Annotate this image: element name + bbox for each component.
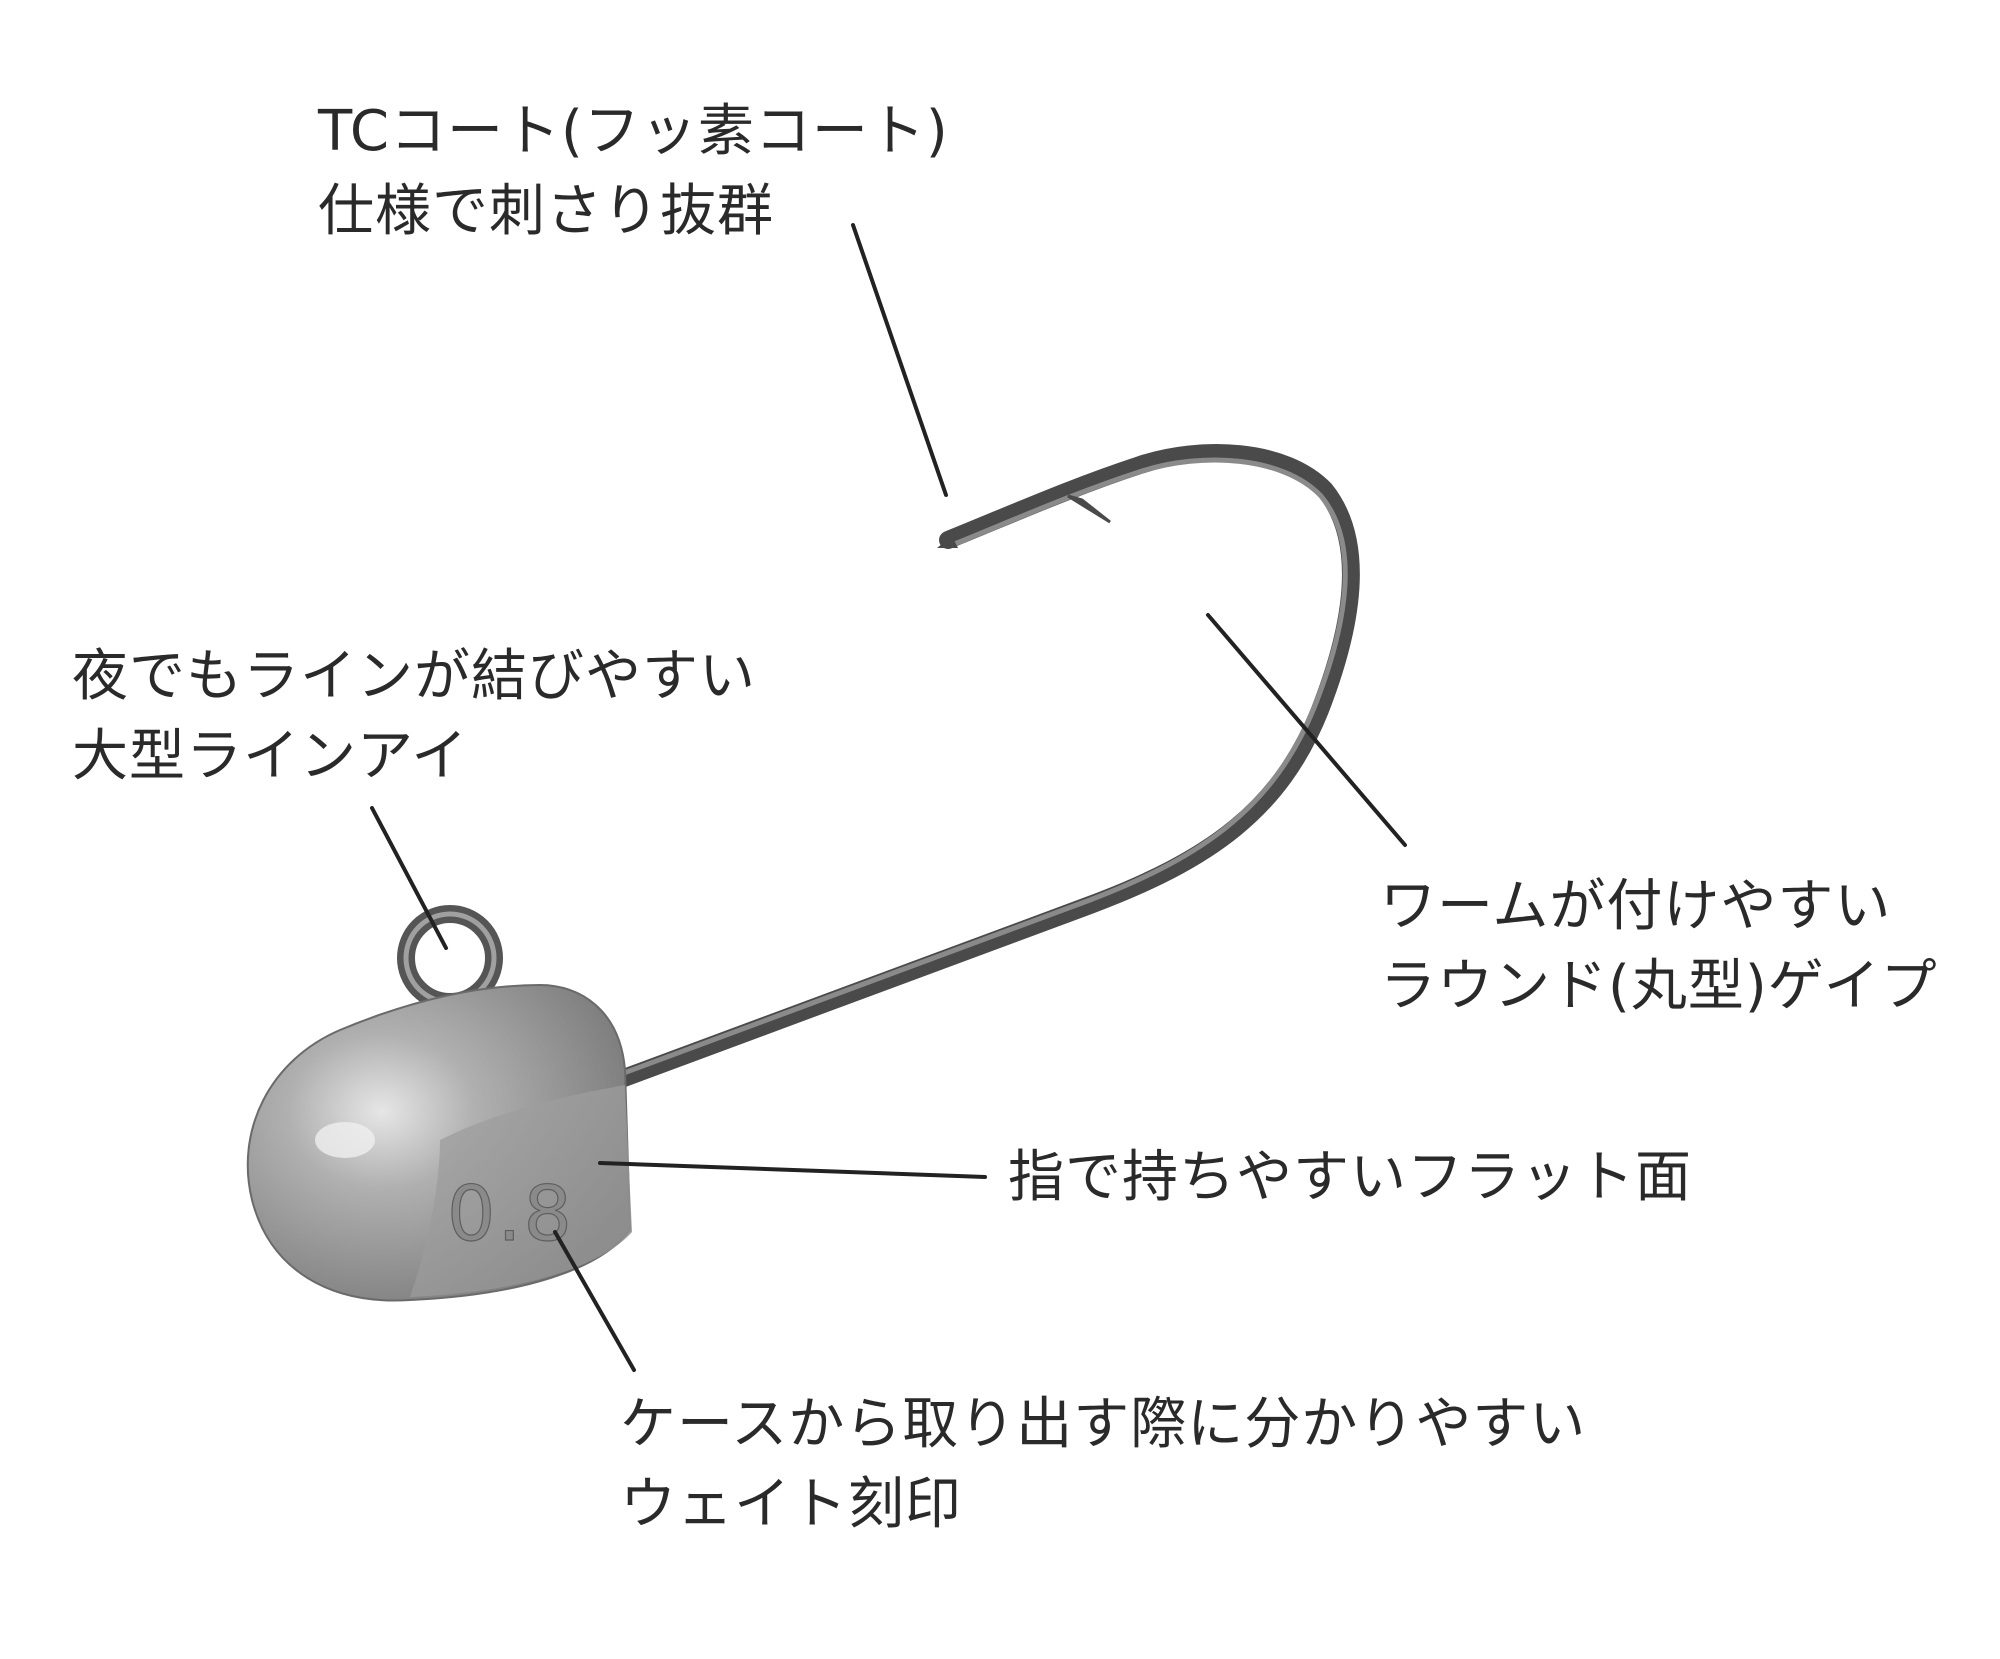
- callout-weight-line1: ケースから取り出す際に分かりやすい: [620, 1392, 1587, 1457]
- callout-flat: 指で持ちやすいフラット面: [1008, 1138, 1692, 1218]
- callout-coating-line2: 仕様で刺さり抜群: [318, 179, 774, 244]
- callout-line-eye: 夜でもラインが結びやすい 大型ラインアイ: [72, 637, 756, 797]
- hook-barb: [1067, 494, 1111, 524]
- callout-weight: ケースから取り出す際に分かりやすい ウェイト刻印: [620, 1385, 1586, 1545]
- jig-head: 0.8: [246, 983, 632, 1302]
- hook-wire-highlight: [602, 457, 1348, 1083]
- leader-line-eye: [370, 806, 448, 950]
- leader-weight: [553, 1230, 636, 1372]
- callout-line-eye-line2: 大型ラインアイ: [72, 724, 469, 789]
- leader-flat: [598, 1161, 987, 1179]
- jig-head-flat-face: [410, 1085, 632, 1297]
- callout-coating-line1: TCコート(フッ素コート): [318, 99, 949, 164]
- callout-line-eye-line1: 夜でもラインが結びやすい: [72, 644, 756, 709]
- callout-gap-line1: ワームが付けやすい: [1380, 874, 1892, 939]
- callout-flat-line1: 指で持ちやすいフラット面: [1008, 1145, 1692, 1210]
- callout-coating: TCコート(フッ素コート) 仕様で刺さり抜群: [318, 92, 949, 252]
- hook-point: [937, 536, 958, 548]
- hook: [596, 444, 1360, 1094]
- callout-gap-line2: ラウンド(丸型)ゲイプ: [1380, 954, 1938, 1019]
- jig-head-shine: [315, 1122, 375, 1158]
- callout-gap: ワームが付けやすい ラウンド(丸型)ゲイプ: [1380, 867, 1938, 1027]
- hook-wire: [596, 444, 1360, 1094]
- leader-gap: [1206, 613, 1407, 847]
- leader-coating: [851, 223, 948, 497]
- weight-marking: 0.8: [447, 1169, 574, 1258]
- leader-lines: [370, 223, 1407, 1372]
- callout-weight-line2: ウェイト刻印: [620, 1472, 962, 1537]
